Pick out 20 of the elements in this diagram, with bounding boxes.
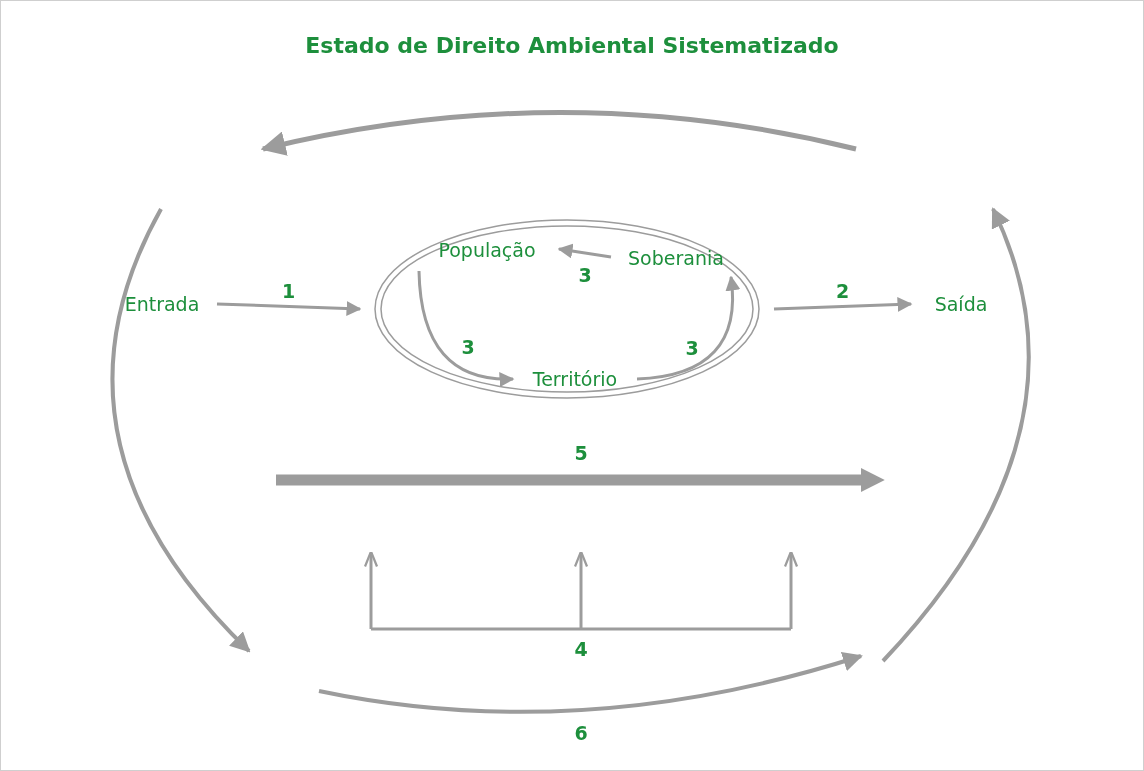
arrow (773, 297, 913, 312)
diagram-title: Estado de Direito Ambiental Sistematizado (304, 33, 840, 58)
edge-label: 3 (578, 264, 592, 286)
callout-number: 4 (574, 638, 588, 660)
arrow (636, 275, 740, 381)
callout-number: 5 (574, 442, 588, 464)
node-label: População (438, 239, 536, 261)
node-label: Soberania (628, 247, 724, 269)
arrow (417, 270, 515, 387)
arrow (216, 301, 362, 316)
edge-label: 2 (835, 279, 850, 302)
edge-label: 3 (461, 336, 475, 358)
node-label: Saída (934, 293, 988, 315)
callout-number: 6 (574, 722, 588, 744)
node-label: Território (532, 368, 618, 390)
edge-label: 3 (685, 337, 699, 359)
arrow (557, 243, 612, 259)
node-label: Entrada (124, 293, 200, 315)
ellipse-frame (374, 219, 760, 399)
edge-label: 1 (281, 279, 296, 302)
